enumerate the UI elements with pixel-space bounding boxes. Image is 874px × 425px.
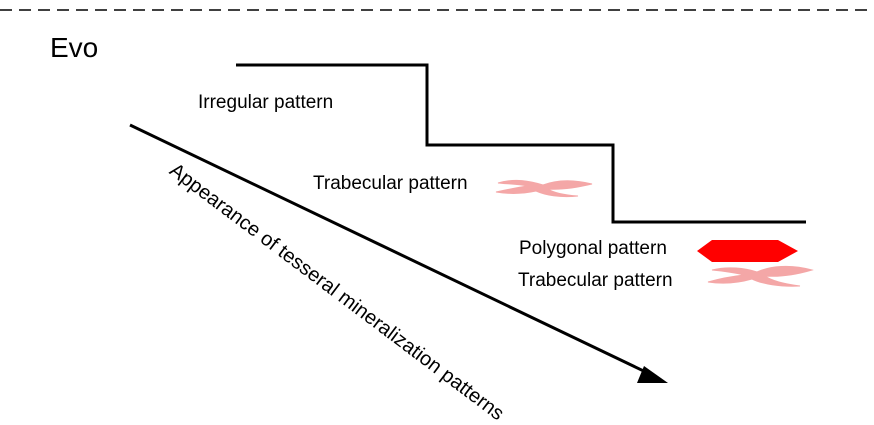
trabecular-pattern-icon-2	[707, 265, 814, 287]
evolution-diagram	[0, 9, 874, 383]
trabecular-pattern-label: Trabecular pattern	[313, 173, 468, 194]
polygonal-pattern-label: Polygonal pattern	[519, 238, 667, 259]
title-evo: Evo	[50, 32, 99, 63]
polygonal-pattern-icon	[697, 240, 798, 262]
irregular-pattern-label: Irregular pattern	[198, 92, 334, 113]
arrow-head	[637, 366, 668, 383]
trabecular-pattern-label-2: Trabecular pattern	[518, 270, 673, 291]
arrow-shaft	[129, 123, 653, 377]
trabecular-pattern-icon	[495, 179, 593, 198]
staircase-line	[236, 63, 806, 224]
